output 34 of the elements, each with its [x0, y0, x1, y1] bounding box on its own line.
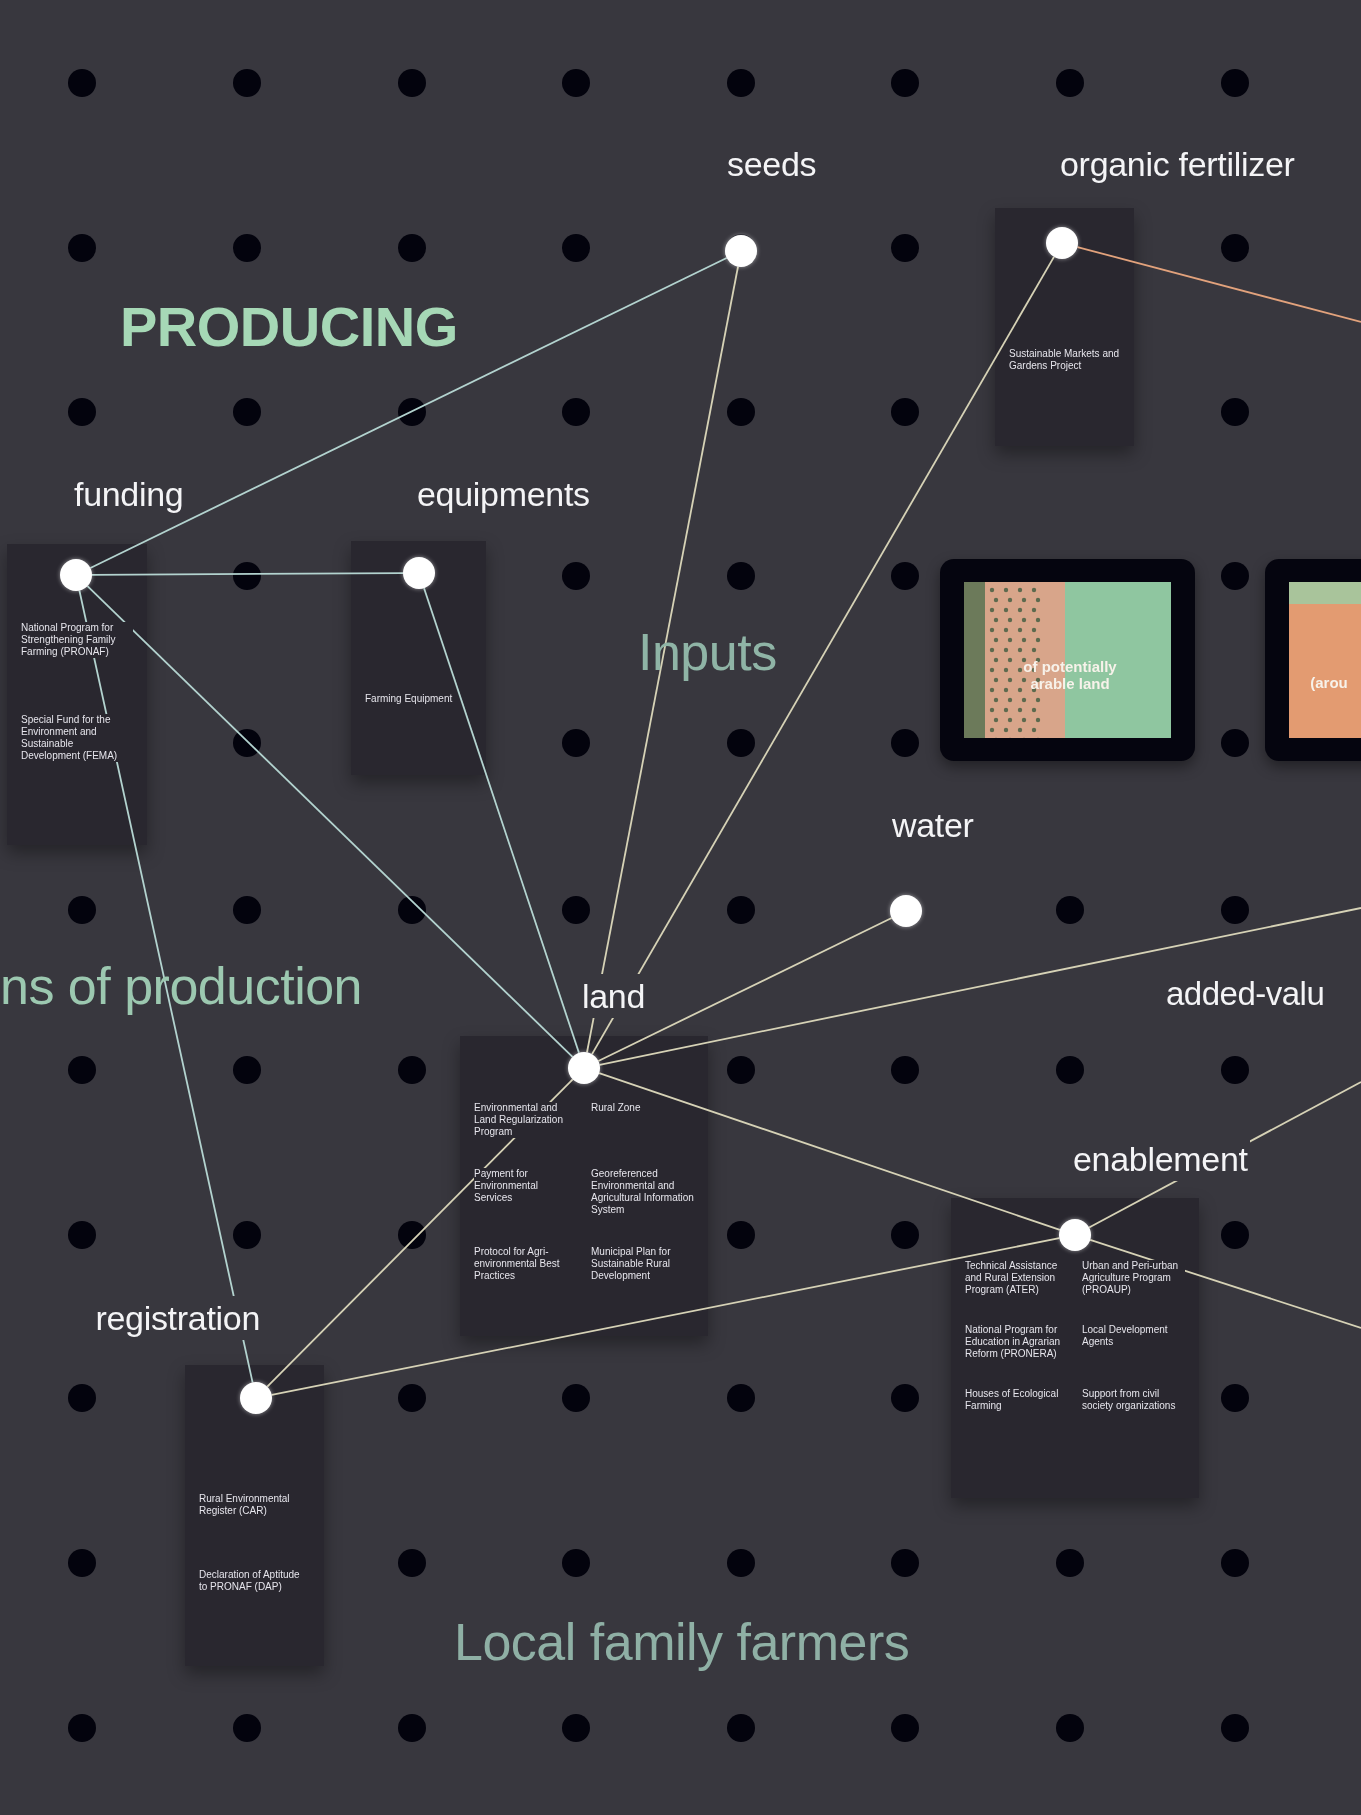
program-title: Farming Equipment [365, 693, 453, 705]
connector-line [586, 265, 739, 1054]
program-title: Sustainable Markets and Gardens Project [1009, 348, 1120, 372]
connector-line [598, 907, 1361, 1066]
node-label: enablement [1071, 1137, 1250, 1181]
connector-line [597, 917, 893, 1062]
connector-line [270, 1237, 1061, 1396]
connector-line [266, 1078, 574, 1388]
program-title: National Program for Strengthening Family Farming (PRONAF) [21, 622, 133, 658]
hub-circle [1046, 227, 1078, 259]
section-title: PRODUCING [120, 296, 458, 358]
connector-line [423, 587, 580, 1054]
hub-circle [60, 559, 92, 591]
tablet-frame [940, 559, 1195, 761]
screen-caption: (arou [1309, 674, 1349, 691]
hub-circle [568, 1052, 600, 1084]
program-title: Georeferenced Environmental and Agricultural Information System [591, 1168, 694, 1216]
hub-circle [1059, 1219, 1091, 1251]
connector-line [86, 585, 574, 1058]
section-title: Local family farmers [454, 1614, 910, 1672]
tablet-frame [1265, 559, 1361, 761]
connector-line [89, 257, 728, 569]
connector-line [91, 572, 404, 576]
hub-circle [240, 1382, 272, 1414]
program-title: Rural Zone [591, 1102, 641, 1114]
connector-line [1076, 246, 1361, 323]
hub-circle [403, 557, 435, 589]
program-title: Urban and Peri-urban Agriculture Program (PROAUP) [1082, 1260, 1185, 1296]
node-label: added-valu [1166, 976, 1325, 1013]
connector-line [591, 255, 1055, 1056]
connector-line [78, 589, 254, 1384]
connector-line [1089, 1239, 1361, 1329]
connector-line [1088, 1081, 1361, 1229]
connector-line [598, 1072, 1061, 1231]
